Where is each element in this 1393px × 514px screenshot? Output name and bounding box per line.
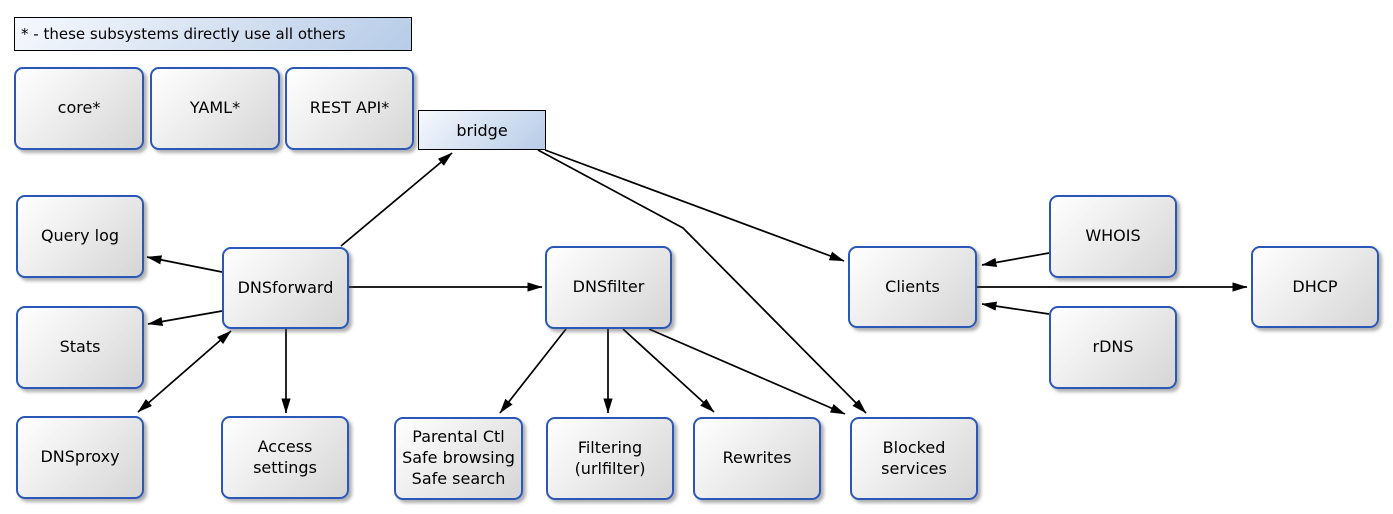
node-rest-api: REST API* — [285, 67, 414, 150]
node-filtering: Filtering (urlfilter) — [546, 417, 674, 500]
node-rdns: rDNS — [1049, 306, 1177, 389]
legend-note-label: * - these subsystems directly use all ot… — [21, 25, 346, 43]
node-rewrites-label: Rewrites — [722, 448, 792, 468]
edge-dnsfilter-rewrites — [622, 328, 715, 413]
node-query-log-label: Query log — [40, 226, 120, 246]
node-yaml: YAML* — [150, 67, 280, 150]
node-stats: Stats — [16, 306, 144, 389]
node-bridge-label: bridge — [456, 120, 508, 140]
node-clients-label: Clients — [885, 276, 940, 296]
edge-dnsfilter-parental — [499, 328, 567, 414]
node-access-settings: Access settings — [221, 416, 349, 499]
node-parental: Parental Ctl Safe browsing Safe search — [394, 417, 523, 500]
node-clients: Clients — [848, 246, 977, 328]
node-whois-label: WHOIS — [1085, 226, 1141, 246]
edge-dnsfilter-blocked — [648, 328, 846, 415]
node-yaml-label: YAML* — [189, 98, 241, 118]
node-core-label: core* — [57, 98, 101, 118]
legend-note: * - these subsystems directly use all ot… — [14, 17, 412, 51]
node-rewrites: Rewrites — [693, 417, 821, 500]
edge-dnsforward-querylog — [146, 255, 223, 273]
node-filtering-label: Filtering (urlfilter) — [574, 437, 646, 478]
node-dnsforward-label: DNSforward — [237, 277, 334, 297]
node-dnsproxy: DNSproxy — [16, 416, 144, 499]
node-dhcp-label: DHCP — [1292, 276, 1338, 296]
edge-rdns-clients — [981, 301, 1050, 315]
node-core: core* — [14, 67, 144, 150]
node-rdns-label: rDNS — [1092, 337, 1134, 357]
node-bridge: bridge — [418, 110, 546, 150]
node-access-settings-label: Access settings — [253, 436, 317, 477]
edge-dnsforward-dnsproxy — [137, 330, 232, 413]
node-dhcp: DHCP — [1251, 246, 1379, 328]
node-dnsproxy-label: DNSproxy — [40, 447, 120, 467]
edge-bridge-clients — [544, 149, 845, 262]
node-dnsfilter: DNSfilter — [545, 246, 672, 329]
node-blocked-services-label: Blocked services — [881, 437, 947, 478]
node-query-log: Query log — [16, 195, 144, 278]
node-dnsfilter-label: DNSfilter — [572, 277, 645, 297]
node-whois: WHOIS — [1049, 195, 1177, 278]
edge-dnsforward-stats — [147, 310, 223, 327]
node-dnsforward: DNSforward — [222, 247, 349, 329]
edge-bridge-blocked — [537, 149, 867, 414]
node-parental-label: Parental Ctl Safe browsing Safe search — [402, 427, 515, 488]
edge-dnsforward-bridge — [340, 152, 453, 247]
edge-whois-clients — [981, 252, 1050, 267]
node-rest-api-label: REST API* — [309, 98, 390, 118]
node-blocked-services: Blocked services — [850, 417, 978, 500]
node-stats-label: Stats — [59, 337, 101, 357]
